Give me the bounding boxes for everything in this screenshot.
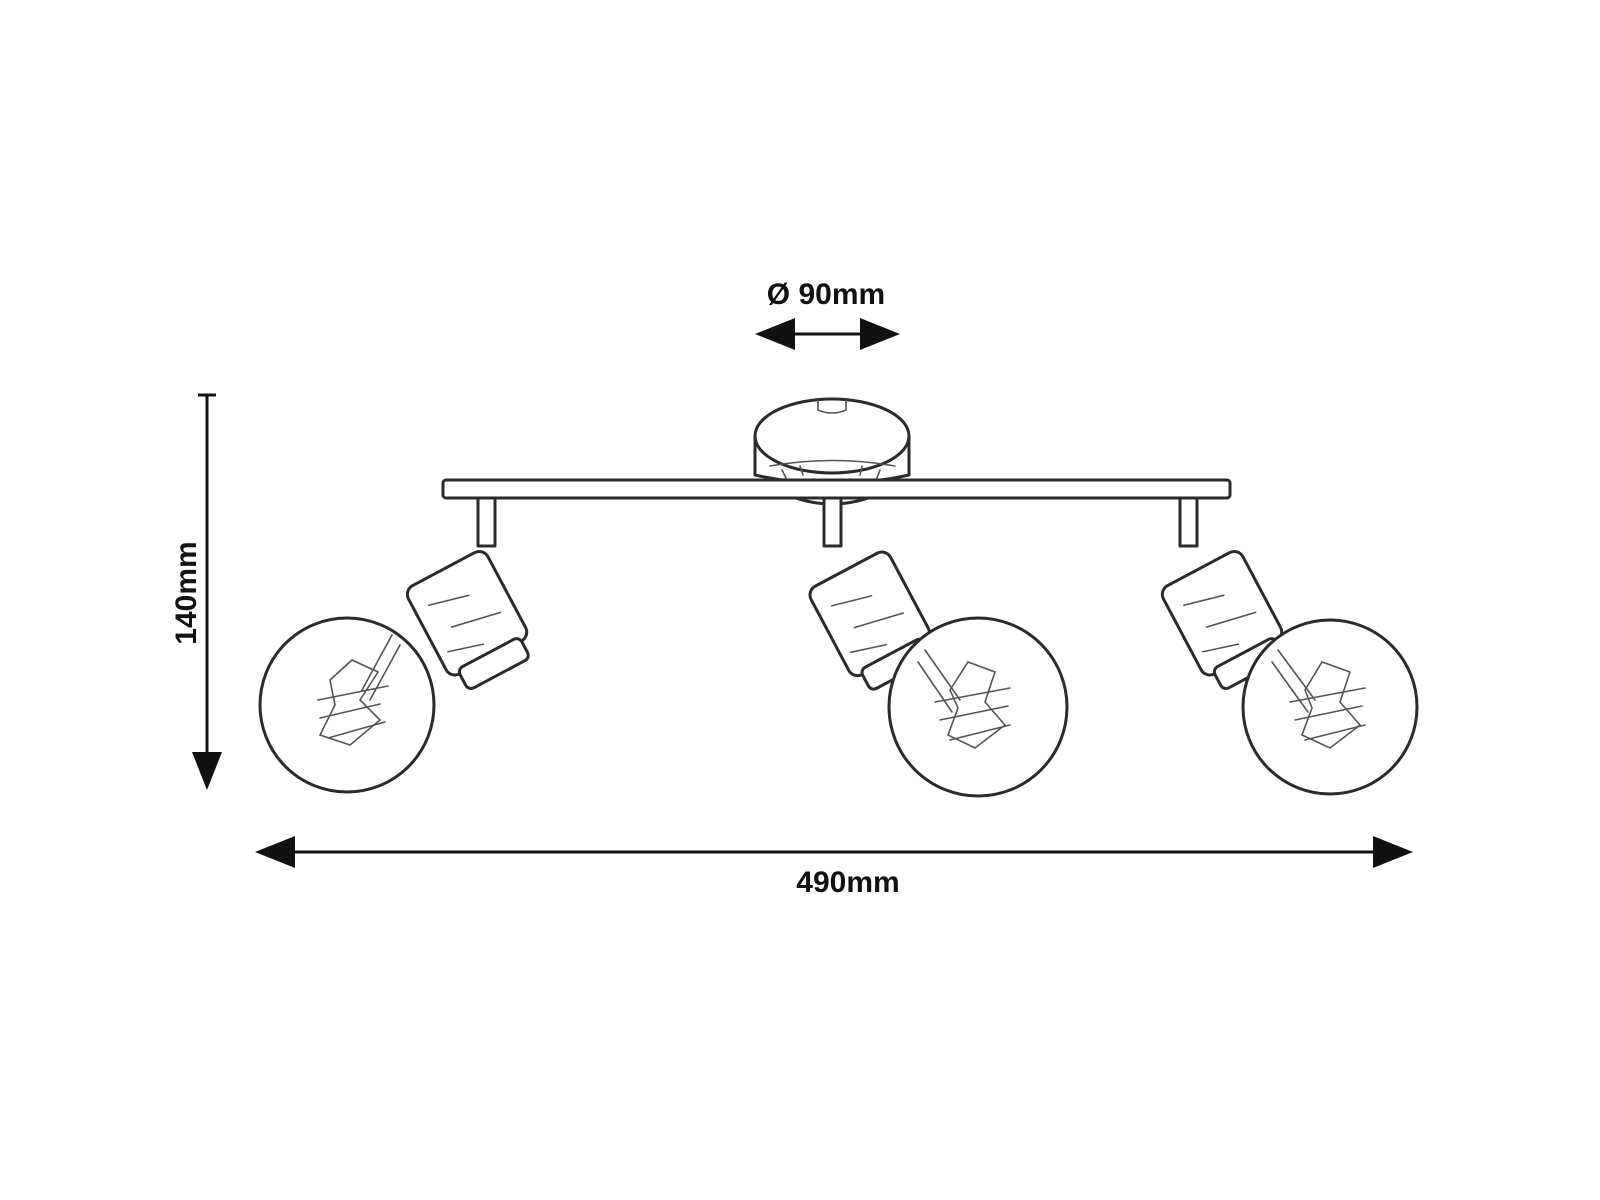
spotlight-left-bulb: [258, 616, 436, 794]
diameter-dimension: Ø 90mm: [755, 278, 900, 350]
width-arrow-left: [255, 836, 295, 868]
spotlight-left-stem: [476, 496, 497, 548]
width-dimension: 490mm: [255, 836, 1413, 899]
width-label: 490mm: [796, 866, 899, 899]
spotlight-center-bulb: [887, 616, 1069, 798]
height-label: 140mm: [170, 541, 203, 644]
spotlight-left: [258, 496, 530, 794]
diameter-label: Ø 90mm: [767, 278, 885, 311]
width-arrow-right: [1373, 836, 1413, 868]
spotlight-center: [808, 496, 1069, 798]
height-arrow-bottom: [192, 752, 222, 790]
spotlight-left-socket: [457, 637, 530, 690]
spotlight-center-stem: [822, 496, 843, 548]
spotlight-center-filament: [917, 649, 1011, 749]
spotlight-right-stem: [1178, 496, 1199, 548]
height-dimension: 140mm: [170, 393, 222, 790]
diameter-arrow-right: [860, 318, 900, 350]
ceiling-lamp-illustration: [258, 397, 1419, 798]
spotlight-left-filament: [317, 634, 401, 746]
spotlight-right-filament: [1271, 649, 1366, 749]
diameter-arrow-left: [755, 318, 795, 350]
mounting-bar: [441, 478, 1232, 500]
spotlight-right: [1160, 496, 1419, 796]
spotlight-right-bulb: [1241, 618, 1419, 796]
